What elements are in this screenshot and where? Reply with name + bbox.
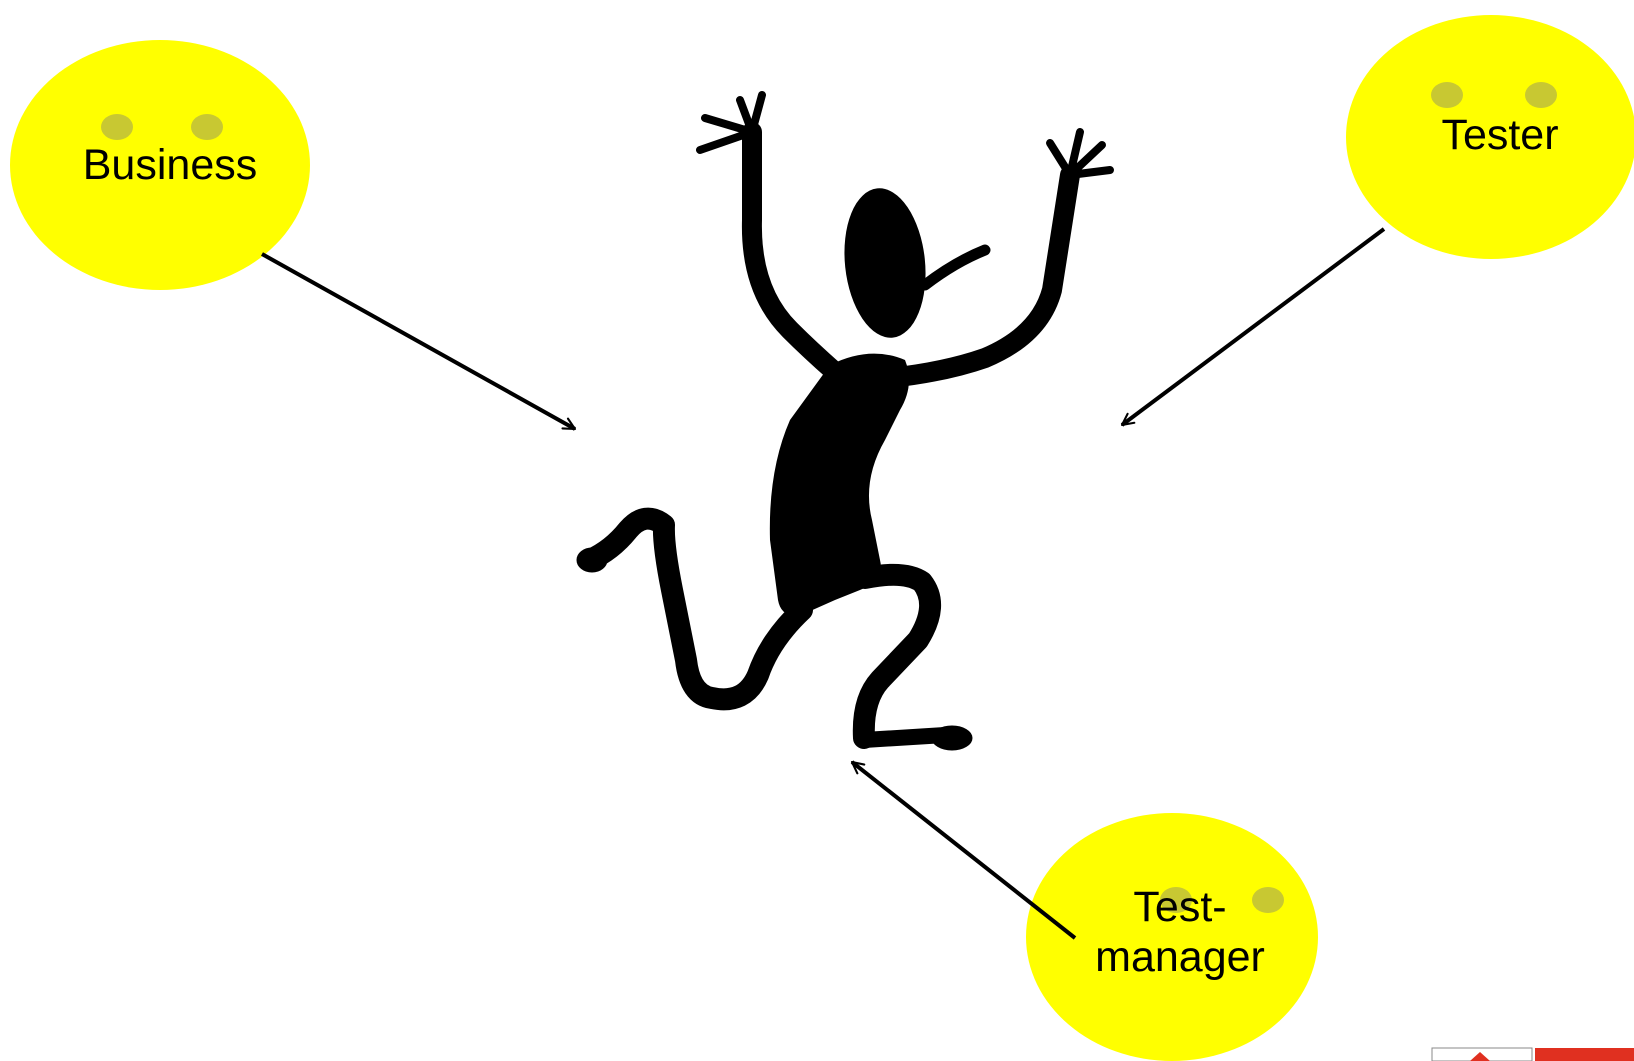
arrow-business-to-figure xyxy=(262,254,575,429)
bubble-eye-left xyxy=(101,114,133,140)
bubble-eye-right xyxy=(191,114,223,140)
arrow-testmanager-to-figure xyxy=(852,762,1075,938)
bubble-eye-right xyxy=(1525,82,1557,108)
label-testmanager: Test- manager xyxy=(1080,882,1280,982)
bubble-eye-left xyxy=(1431,82,1463,108)
corner-logo xyxy=(1432,1048,1634,1061)
stick-figure-icon xyxy=(577,95,1110,750)
arrow-tester-to-figure xyxy=(1122,229,1384,425)
label-business: Business xyxy=(40,140,300,190)
label-tester: Tester xyxy=(1400,110,1600,160)
